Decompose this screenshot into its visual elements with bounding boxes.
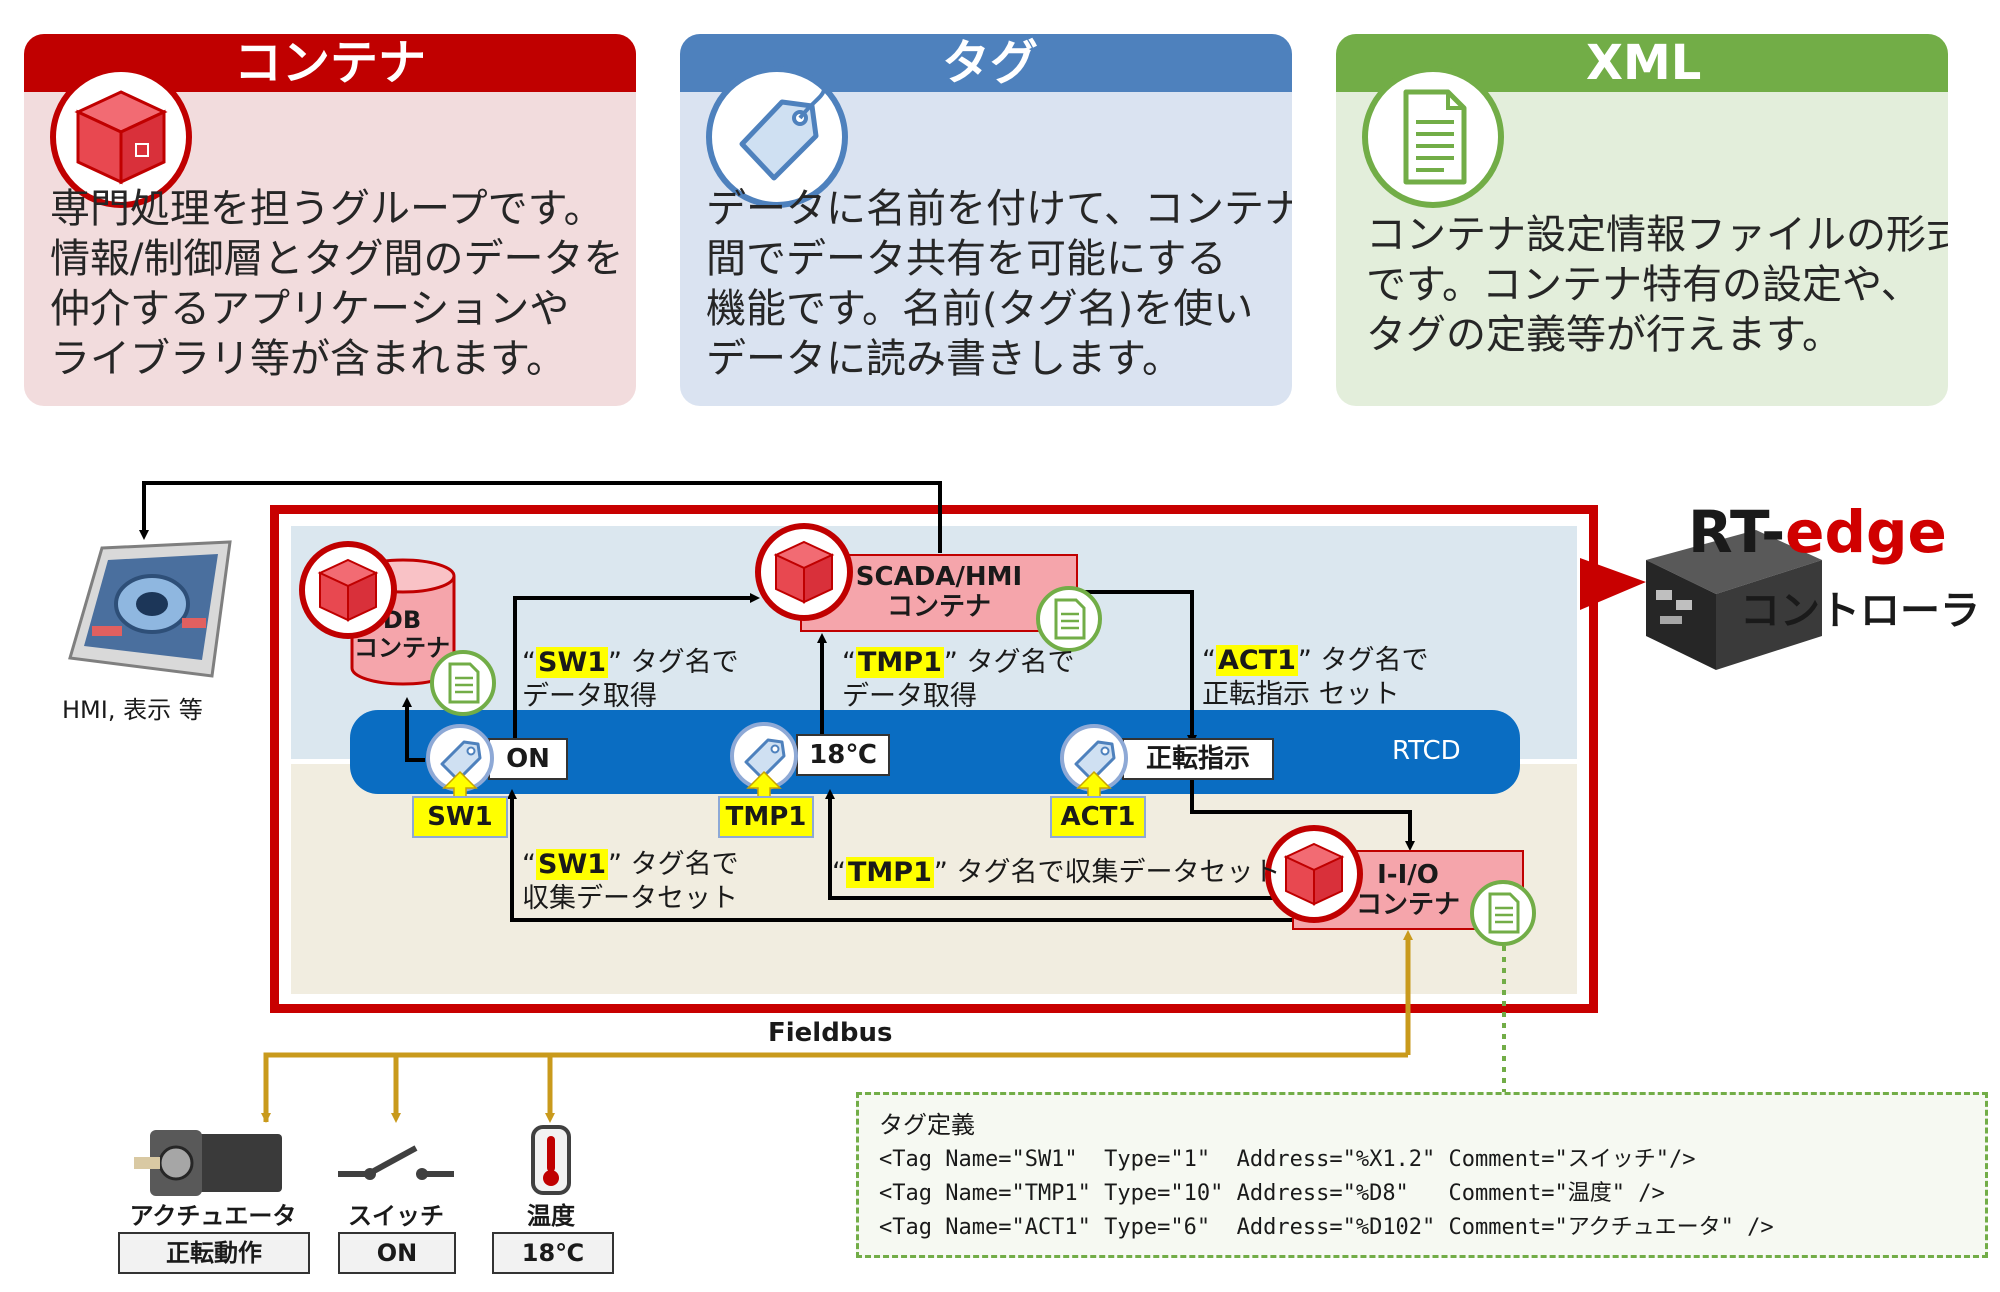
- act1-tag-name: ACT1: [1050, 796, 1146, 838]
- controller-subtitle: コントローラ: [1740, 588, 1980, 634]
- note-tmp1-set: “TMP1” タグ名で収集データセット: [832, 857, 1281, 888]
- device-state-switch: ON: [338, 1232, 456, 1274]
- scada-container-box-icon: [755, 523, 853, 621]
- sw1-tag-icon: [426, 724, 494, 792]
- sw1-to-scada-arrow: [513, 593, 760, 742]
- io-xml-doc-icon: [1470, 880, 1536, 946]
- device-label-temperature: 温度: [527, 1202, 575, 1230]
- tag-legend-icon-circle: [706, 66, 848, 208]
- io-container-box-icon: [1265, 825, 1363, 923]
- container-legend-card: コンテナ 専門処理を担うグループです。 情報/制御層とタグ間のデータを 仲介する…: [24, 34, 636, 406]
- tmp1-value: 18℃: [796, 734, 890, 776]
- db-xml-doc-icon: [430, 650, 496, 716]
- rtcd-bus-label: RTCD: [1392, 736, 1461, 766]
- frame-pointer-wedge: [1580, 558, 1646, 610]
- container-legend-title: コンテナ: [234, 35, 427, 91]
- tmp1-tag-icon: [730, 722, 798, 790]
- note-sw1-get: “SW1” タグ名で データ取得: [522, 647, 739, 712]
- tag-legend-title: タグ: [942, 35, 1039, 91]
- hmi-panel-icon: [68, 540, 232, 678]
- device-label-actuator: アクチュエータ: [129, 1202, 297, 1230]
- thermometer-icon: [531, 1125, 571, 1195]
- hmi-label: HMI, 表示 等: [62, 696, 203, 724]
- db-container-box-icon: [299, 541, 397, 639]
- controller-title: RT-edge: [1688, 498, 1947, 566]
- sw1-tag-name: SW1: [412, 796, 508, 838]
- controller-box-icon: [1646, 530, 1822, 670]
- tag-definition-box: タグ定義 <Tag Name="SW1" Type="1" Address="%…: [856, 1092, 1988, 1258]
- act1-to-io-arrow: [1190, 780, 1415, 851]
- device-state-actuator: 正転動作: [118, 1232, 310, 1274]
- xml-legend-title: XML: [1586, 35, 1702, 91]
- tag-definition-title: タグ定義: [879, 1111, 975, 1139]
- scada-to-hmi-arrow: [139, 481, 942, 553]
- tag-icon: [739, 89, 826, 181]
- sw1-to-db-arrow: [402, 697, 425, 762]
- document-icon: [1403, 89, 1467, 185]
- container-legend-text: 専門処理を担うグループです。 情報/制御層とタグ間のデータを 仲介するアプリケー…: [50, 186, 624, 382]
- sw1-value: ON: [488, 738, 568, 780]
- tag-definition-line: <Tag Name="TMP1" Type="10" Address="%D8"…: [879, 1181, 1665, 1206]
- note-act1-set: “ACT1” タグ名で 正転指示 セット: [1202, 645, 1429, 710]
- xml-legend-card: XML コンテナ設定情報ファイルの形式 です。コンテナ特有の設定や、 タグの定義…: [1336, 34, 1948, 406]
- note-tmp1-get: “TMP1” タグ名で データ取得: [842, 647, 1075, 712]
- tag-legend-card: タグ データに名前を付けて、コンテナ 間でデータ共有を可能にする 機能です。名前…: [680, 34, 1292, 406]
- act1-value: 正転指示: [1122, 738, 1274, 780]
- xml-legend-text: コンテナ設定情報ファイルの形式 です。コンテナ特有の設定や、 タグの定義等が行え…: [1366, 212, 1948, 358]
- switch-icon: [338, 1145, 454, 1180]
- container-legend-icon-circle: [50, 66, 192, 208]
- note-sw1-set: “SW1” タグ名で 収集データセット: [522, 849, 739, 914]
- io-to-tmp1-arrow: [825, 789, 1290, 900]
- db-container-label: DB コンテナ: [354, 606, 450, 662]
- tmp1-tag-name: TMP1: [718, 796, 814, 838]
- scada-to-act1-arrow: [1078, 590, 1197, 745]
- fieldbus-label: Fieldbus: [768, 1018, 893, 1048]
- scada-xml-doc-icon: [1036, 586, 1102, 652]
- xml-legend-icon-circle: [1362, 66, 1504, 208]
- tag-legend-text: データに名前を付けて、コンテナ 間でデータ共有を可能にする 機能です。名前(タグ…: [706, 186, 1292, 382]
- tag-definition-line: <Tag Name="SW1" Type="1" Address="%X1.2"…: [879, 1147, 1696, 1172]
- device-state-temperature: 18℃: [492, 1232, 614, 1274]
- tag-definition-line: <Tag Name="ACT1" Type="6" Address="%D102…: [879, 1215, 1774, 1240]
- act1-tag-icon: [1060, 724, 1128, 792]
- device-label-switch: スイッチ: [348, 1202, 444, 1230]
- io-to-sw1-arrow: [507, 789, 1295, 922]
- actuator-motor-icon: [134, 1130, 282, 1196]
- box-icon: [74, 90, 168, 185]
